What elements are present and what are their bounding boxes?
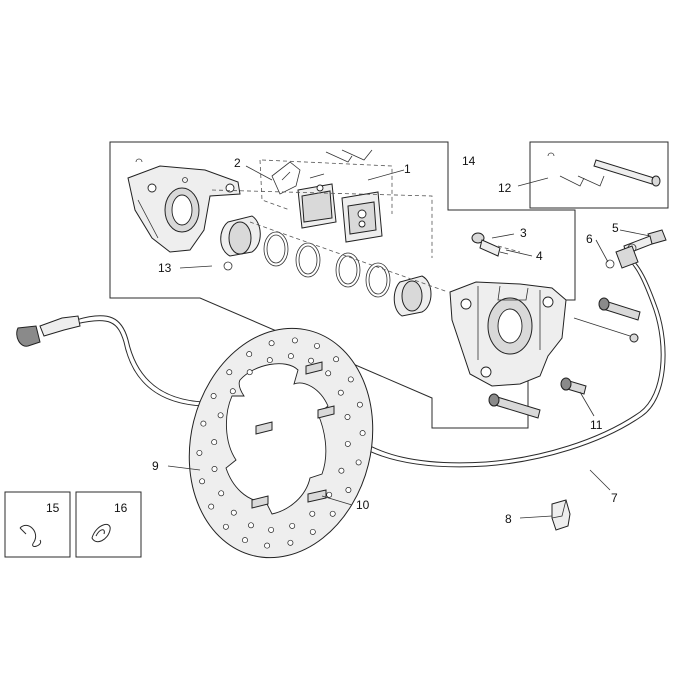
callout-15: 15 [46,501,60,515]
disc-hole [326,491,333,498]
disc-hole [355,459,362,466]
disc-hole [248,522,254,529]
disc-hole [309,510,316,517]
disc-hole [242,537,248,544]
disc-hole [356,401,363,408]
disc-hole [344,440,351,447]
disc-holes [196,337,366,549]
screw-kit-box [529,141,669,209]
clip-box-16 [75,491,142,558]
pistons-and-seals [220,215,432,317]
disc-hole [226,369,233,376]
disc-hole [329,510,336,517]
clip-box-15 [4,491,71,558]
disc-hole [291,337,298,344]
disc-hole [266,357,273,364]
disc-hole [344,414,351,420]
callout-11: 11 [590,418,603,432]
disc-hole [210,393,217,399]
pad-spring [271,161,301,195]
callout-16: 16 [114,501,128,515]
disc-hole [229,388,236,395]
callout-10: 10 [356,498,370,512]
disc-hole [246,369,253,376]
caliper-half-left [127,158,241,253]
callout-12: 12 [498,181,512,195]
callout-7: 7 [611,491,618,505]
callout-9: 9 [152,459,159,473]
screw-kit [547,152,661,187]
callout-5: 5 [612,221,619,235]
disc-hole [211,439,218,446]
disc-hole [199,478,206,485]
disc-hole [264,542,271,549]
disc-hole [289,522,296,529]
disc-hole [347,376,354,383]
brake-hose [16,245,666,468]
disc-hole [200,420,207,427]
disc-hole [268,340,275,347]
brake-disc [188,327,374,559]
bleed-screw [471,232,509,257]
disc-bolts [251,361,335,509]
disc-hole [230,509,237,516]
brake-pads [297,173,383,243]
leader-lines [167,165,651,519]
callouts: 1 2 3 4 5 6 7 8 9 10 11 12 13 14 15 16 [46,154,619,526]
disc-hole [218,490,225,497]
callout-8: 8 [505,512,512,526]
disc-hole [287,353,294,360]
disc-hole [325,370,332,377]
disc-hole [287,539,294,546]
disc-hole [338,467,345,474]
callout-13: 13 [158,261,172,275]
clip-16 [91,523,111,543]
disc-hole [345,487,352,493]
disc-hole [211,466,218,472]
caliper-body-right [449,281,567,387]
assembly-guides [211,159,521,293]
disc-hole [268,526,275,533]
disc-hole [309,528,316,535]
callout-6: 6 [586,232,593,246]
disc-hole [333,356,340,363]
disc-hole [359,430,366,437]
disc-hole [337,389,344,396]
callout-14: 14 [462,154,476,168]
callout-3: 3 [520,226,527,240]
pad-pins [325,149,373,163]
disc-hole [217,412,224,419]
disc-hole [246,351,253,358]
callout-1: 1 [404,162,411,176]
disc-hole [308,357,314,364]
disc-hole [314,342,320,349]
disc-hole [208,503,215,510]
caliper-bolts [488,297,641,419]
clip-15 [19,524,42,547]
callout-4: 4 [536,249,543,263]
disc-hole [196,449,203,456]
hose-clip [551,499,571,531]
disc-hole [222,523,229,530]
callout-2: 2 [234,156,241,170]
